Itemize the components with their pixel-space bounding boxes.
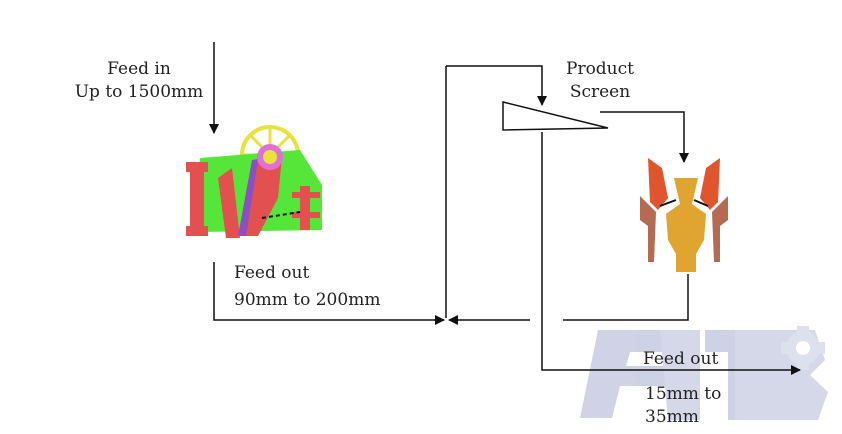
screen-line2: Screen xyxy=(569,82,631,102)
feed-in-size: Up to 1500mm xyxy=(74,82,204,102)
cone-feed-out-title: Feed out xyxy=(643,349,719,369)
cone-crusher-icon xyxy=(640,158,728,272)
feed-in-label: Feed in Up to 1500mm xyxy=(64,58,214,104)
product-screen-label: Product Screen xyxy=(560,58,640,104)
watermark-logo xyxy=(580,326,828,420)
cone-feed-out-size-line2: 35mm xyxy=(645,407,699,427)
jaw-feed-out-title: Feed out xyxy=(234,263,310,283)
product-output-arrow xyxy=(541,132,801,375)
cone-return-line xyxy=(563,274,689,321)
flow-lines xyxy=(209,42,801,375)
jaw-feed-out-label: Feed out 90mm to 200mm xyxy=(234,262,380,312)
screen-line1: Product xyxy=(566,59,634,79)
cone-feed-out-label: Feed out 15mm to 35mm xyxy=(643,348,723,429)
feed-in-title: Feed in xyxy=(107,59,171,79)
product-screen-icon xyxy=(502,101,609,131)
cone-feed-out-size-line1: 15mm to xyxy=(645,384,722,404)
jaw-output-arrow xyxy=(213,262,445,325)
jaw-feed-out-size: 90mm to 200mm xyxy=(234,290,381,310)
screen-feed-arrow xyxy=(446,65,547,106)
jaw-crusher-icon xyxy=(186,125,322,238)
screen-to-cone-arrow xyxy=(600,111,689,163)
